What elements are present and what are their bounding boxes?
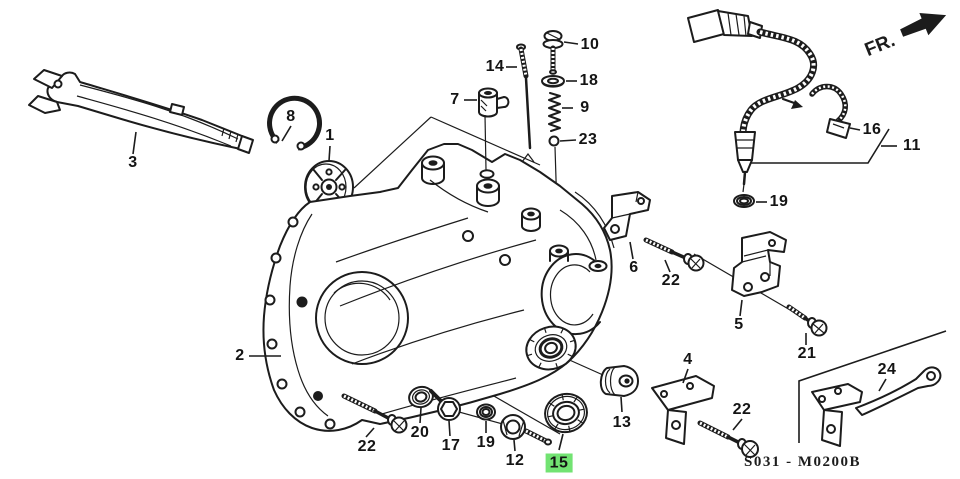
part-8-snap-ring-drawing (270, 98, 320, 149)
part-4-bracket-drawing (652, 369, 714, 444)
part-callout-16[interactable]: 16 (862, 121, 882, 138)
part-6-bracket-drawing (604, 192, 650, 259)
part-callout-6[interactable]: 6 (629, 259, 639, 276)
part-callout-24[interactable]: 24 (877, 361, 897, 378)
part-callout-18[interactable]: 18 (579, 72, 599, 89)
part-callout-19[interactable]: 19 (769, 193, 789, 210)
part-callout-9[interactable]: 9 (580, 99, 590, 116)
part-callout-15-highlighted[interactable]: 15 (545, 453, 573, 473)
part-22-bolt-bottomleft-drawing (344, 396, 407, 437)
part-9-spring-drawing (549, 93, 573, 131)
part-callout-5[interactable]: 5 (734, 316, 744, 333)
part-callout-1[interactable]: 1 (325, 127, 335, 144)
case-top-bosses (422, 157, 607, 272)
part-19-washer-bottom-drawing (477, 405, 495, 434)
part-callout-20[interactable]: 20 (410, 424, 430, 441)
part-5-bracket-drawing (732, 232, 786, 316)
part-callout-22[interactable]: 22 (357, 438, 377, 455)
part-19-washer-right-drawing (734, 195, 767, 207)
part-16-clamp-drawing (812, 87, 860, 139)
part-14-stud-drawing (506, 45, 530, 149)
part-callout-17[interactable]: 17 (441, 437, 461, 454)
part-callout-2[interactable]: 2 (235, 347, 245, 364)
part-17-bolt-drawing (431, 391, 460, 436)
part-callout-22[interactable]: 22 (732, 401, 752, 418)
part-callout-23[interactable]: 23 (578, 131, 598, 148)
part-22-bolt-bottomright-drawing (700, 419, 758, 457)
part-13-mount-drawing (601, 366, 638, 412)
part-callout-14[interactable]: 14 (485, 58, 505, 75)
part-callout-8[interactable]: 8 (286, 108, 296, 125)
part-11-speed-sensor-drawing (688, 10, 897, 192)
part-callout-3[interactable]: 3 (128, 154, 138, 171)
part-callout-7[interactable]: 7 (450, 91, 460, 108)
part-24-bracket-arm-drawing (812, 367, 940, 446)
part-21-bolt-drawing (789, 307, 827, 345)
part-callout-19[interactable]: 19 (476, 434, 496, 451)
part-3-stay-bracket-drawing (29, 70, 253, 154)
part-22-bolt-middle-drawing (646, 240, 704, 272)
part-callout-10[interactable]: 10 (580, 36, 600, 53)
part-20-washer-drawing (407, 384, 435, 410)
part-18-washer-drawing (542, 76, 577, 87)
part-2-transmission-housing-drawing (249, 144, 614, 431)
part-7-breather-drawing (464, 89, 508, 178)
part-23-ball-drawing (550, 137, 577, 146)
case-output-hub (521, 320, 582, 375)
diagram-code: S031 - M0200B (744, 454, 861, 470)
part-callout-13[interactable]: 13 (612, 414, 632, 431)
part-callout-21[interactable]: 21 (797, 345, 817, 362)
part-10-bolt-drawing (544, 31, 579, 74)
part-callout-12[interactable]: 12 (505, 452, 525, 469)
part-callout-11[interactable]: 11 (903, 137, 921, 154)
part-callout-4[interactable]: 4 (683, 351, 693, 368)
part-callout-22[interactable]: 22 (661, 272, 681, 289)
part-12-bolt-drawing (501, 415, 551, 451)
part-15-oil-seal-drawing (542, 390, 591, 436)
